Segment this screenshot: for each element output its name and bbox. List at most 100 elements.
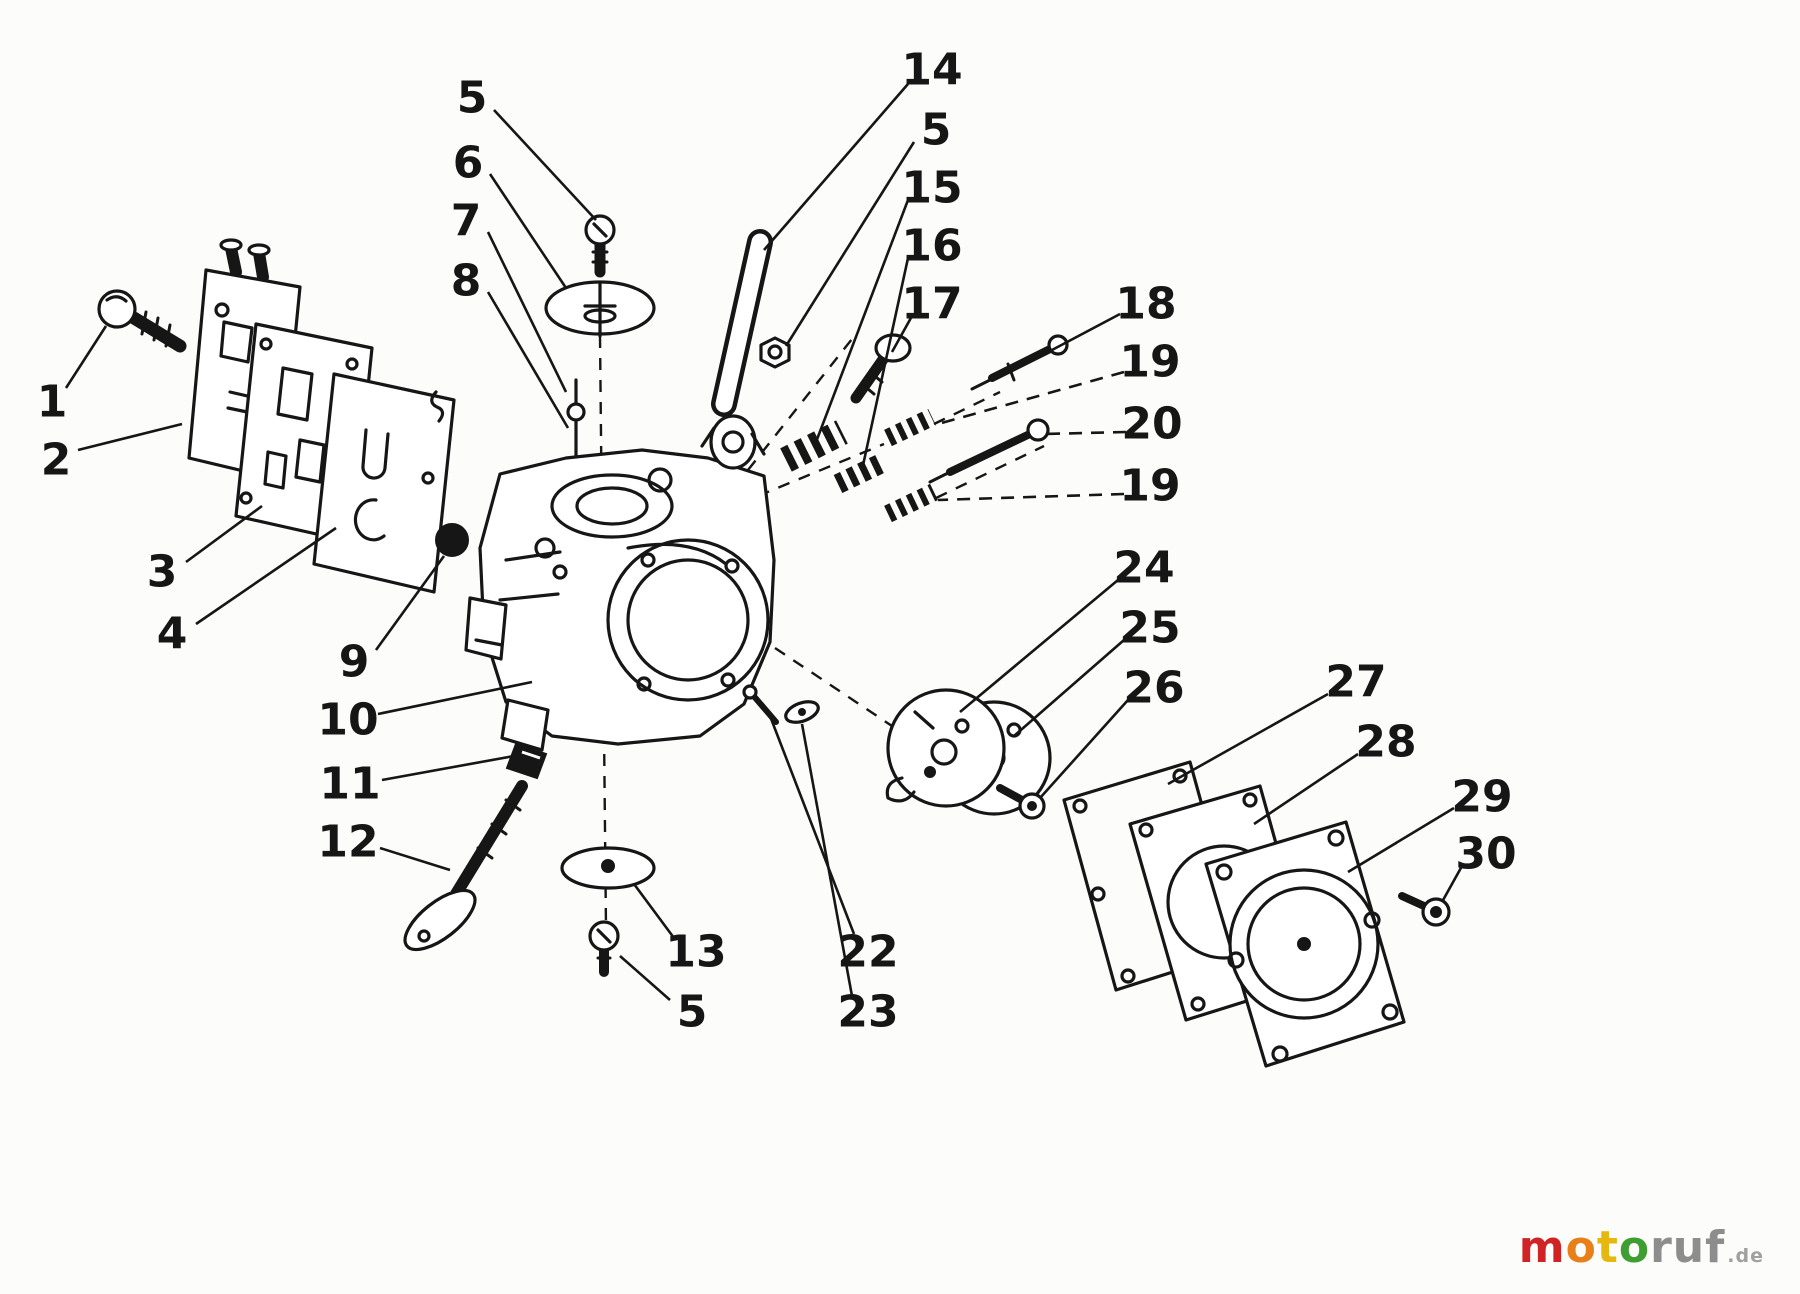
leader-line-part-22 xyxy=(768,715,856,935)
leader-line-part-23 xyxy=(800,723,854,997)
leader-line-part-26 xyxy=(1039,699,1129,799)
watermark-tld: .de xyxy=(1727,1245,1764,1267)
leader-line-part-12 xyxy=(379,846,451,872)
leader-line-part-24 xyxy=(959,579,1119,713)
callout-part-4: 4 xyxy=(157,609,188,660)
inlet-plug-part-11 xyxy=(505,742,548,780)
leader-line-part-9 xyxy=(374,555,446,651)
watermark-letter: f xyxy=(1705,1222,1726,1273)
callout-part-24: 24 xyxy=(1113,543,1174,594)
screw-part-26 xyxy=(996,784,1046,820)
carburetor-body-part-10 xyxy=(464,448,776,752)
leader-line-part-4 xyxy=(195,526,337,626)
callout-part-17: 17 xyxy=(901,279,962,330)
leader-line-part-7 xyxy=(486,231,568,393)
leader-line-part-5 xyxy=(619,955,671,1001)
callout-part-22: 22 xyxy=(837,927,898,978)
callout-part-3: 3 xyxy=(147,547,178,598)
leader-line-part-18 xyxy=(1051,312,1121,352)
callout-part-18: 18 xyxy=(1115,279,1176,330)
screw-part-1 xyxy=(97,289,187,353)
callout-part-27: 27 xyxy=(1325,657,1386,708)
leader-line-part-28 xyxy=(1253,752,1359,826)
leader-line-part-3 xyxy=(185,504,263,564)
callout-part-1: 1 xyxy=(37,377,68,428)
ball-plug-part-9 xyxy=(435,523,469,557)
callout-part-5: 5 xyxy=(457,73,488,124)
leader-line-part-5 xyxy=(784,141,916,347)
watermark-letter: r xyxy=(1650,1222,1673,1273)
watermark-letter: m xyxy=(1518,1222,1566,1273)
callout-part-20: 20 xyxy=(1121,399,1182,450)
callout-part-9: 9 xyxy=(339,637,370,688)
watermark-logo: motoruf.de xyxy=(1519,1226,1764,1270)
callout-part-2: 2 xyxy=(41,435,72,486)
screw-part-17 xyxy=(850,333,912,404)
callout-part-11: 11 xyxy=(319,759,380,810)
watermark-letter: t xyxy=(1596,1222,1619,1273)
disc-part-13 xyxy=(560,846,656,890)
leader-line-part-8 xyxy=(486,291,570,429)
leader-line-part-5 xyxy=(493,109,597,221)
screw-part-5-top xyxy=(584,214,616,278)
callout-part-13: 13 xyxy=(665,927,726,978)
leader-line-part-2 xyxy=(77,422,183,452)
spring-part-19-upper xyxy=(884,408,936,447)
leader-line-part-13 xyxy=(632,883,676,939)
leader-line-part-19 xyxy=(937,370,1125,426)
needle-valve-part-18 xyxy=(970,334,1069,391)
spring-part-19-lower xyxy=(884,483,938,523)
callout-part-26: 26 xyxy=(1123,663,1184,714)
callout-part-30: 30 xyxy=(1455,829,1516,880)
callout-part-14: 14 xyxy=(901,45,962,96)
leader-line-part-19 xyxy=(937,492,1125,502)
screw-part-30 xyxy=(1398,892,1451,927)
leader-line-part-20 xyxy=(1043,430,1127,436)
callout-part-28: 28 xyxy=(1355,717,1416,768)
watermark-letter: o xyxy=(1565,1222,1597,1273)
metering-lever-part-14 xyxy=(700,229,773,470)
throttle-shaft-part-12 xyxy=(403,780,528,952)
callout-part-19: 19 xyxy=(1119,461,1180,512)
watermark-brand: motoruf xyxy=(1519,1222,1726,1273)
leader-line-part-16 xyxy=(860,257,910,471)
callout-part-15: 15 xyxy=(901,163,962,214)
needle-valve-part-20 xyxy=(928,418,1050,484)
callout-part-6: 6 xyxy=(453,138,484,189)
leader-line-part-17 xyxy=(890,315,914,353)
leader-lines xyxy=(64,83,1464,1001)
leader-line-part-11 xyxy=(381,754,515,782)
watermark-letter: o xyxy=(1618,1222,1651,1273)
callout-part-23: 23 xyxy=(837,987,898,1038)
callout-part-16: 16 xyxy=(901,221,962,272)
spring-part-15 xyxy=(780,420,848,472)
leader-line-part-25 xyxy=(1013,639,1125,737)
diaphragm-cover-part-6 xyxy=(544,280,656,338)
callout-part-10: 10 xyxy=(317,695,378,746)
pump-cover-part-29 xyxy=(1204,820,1406,1068)
leader-line-part-10 xyxy=(377,680,533,716)
clip-part-22 xyxy=(742,684,779,725)
callout-part-19: 19 xyxy=(1119,337,1180,388)
nut-part-5-mid xyxy=(759,336,791,369)
callout-part-25: 25 xyxy=(1119,603,1180,654)
leader-line-part-30 xyxy=(1440,865,1464,903)
leader-line-part-6 xyxy=(488,173,568,289)
callout-part-5: 5 xyxy=(921,105,952,156)
plate-part-4 xyxy=(312,372,456,594)
callout-part-7: 7 xyxy=(451,196,482,247)
leader-line-part-14 xyxy=(763,83,909,251)
spring-part-16 xyxy=(833,452,889,494)
leader-line-part-29 xyxy=(1347,806,1455,874)
callout-part-5: 5 xyxy=(677,987,708,1038)
callout-part-8: 8 xyxy=(451,256,482,307)
cam-part-24 xyxy=(885,688,1006,808)
watermark-letter: u xyxy=(1672,1222,1706,1273)
leader-line-part-27 xyxy=(1167,692,1329,786)
leader-line-part-1 xyxy=(64,325,108,389)
callout-part-29: 29 xyxy=(1451,772,1512,823)
callout-part-12: 12 xyxy=(317,817,378,868)
leader-line-part-15 xyxy=(814,199,910,443)
